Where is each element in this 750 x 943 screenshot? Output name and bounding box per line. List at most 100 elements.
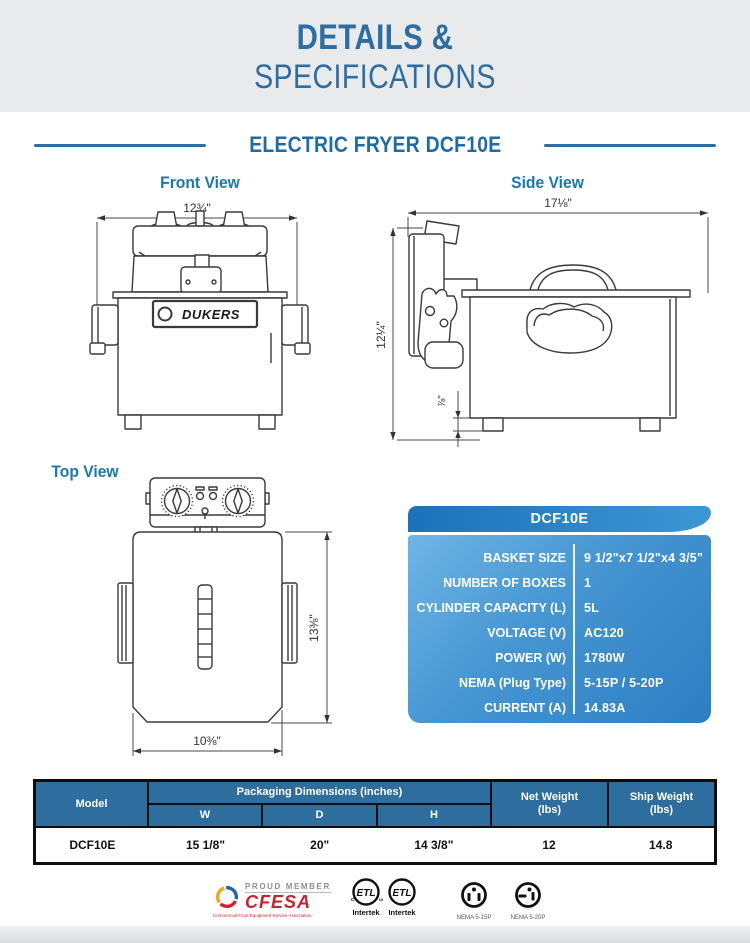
spec-card-title: DCF10E xyxy=(408,506,711,532)
cfesa-tagline: Commercial Food Equipment Service Associ… xyxy=(213,912,312,918)
top-width-dimension: 10⅜" xyxy=(193,734,221,748)
nema-5-15p-icon: NEMA 5-15P xyxy=(457,882,492,921)
width-header: W xyxy=(149,805,261,826)
bottom-band xyxy=(0,926,750,943)
front-view-drawing: 12¾" xyxy=(89,201,311,430)
side-view-drawing: 17⅛" 12¼" ⅞" xyxy=(375,196,709,447)
brand-plate xyxy=(151,299,259,329)
arrowhead xyxy=(408,210,416,216)
front-view-label: Front View xyxy=(160,173,240,192)
etl-listed-icon: ETL Intertek xyxy=(388,878,416,917)
section-title: ELECTRIC FRYER DCF10E xyxy=(0,131,750,159)
side-fryer-outline xyxy=(408,220,691,432)
spec-row-cylinder-capacity: CYLINDER CAPACITY (L) 5L xyxy=(408,595,711,620)
arrowhead xyxy=(390,432,396,440)
model-value: DCF10E xyxy=(69,838,116,852)
nema-5-20p-label: NEMA 5-20P xyxy=(511,915,546,921)
spec-card: DCF10E BASKET SIZE 9 1/2"x7 1/2"x4 3/5" … xyxy=(408,506,711,723)
spec-row-current: CURRENT (A) 14.83A xyxy=(408,695,711,720)
spec-value: 1 xyxy=(584,575,592,590)
section-title-text: ELECTRIC FRYER DCF10E xyxy=(248,132,502,157)
packaging-table-header: Model Packaging Dimensions (inches) W D … xyxy=(36,782,714,826)
top-fryer-outline xyxy=(117,477,298,723)
side-handle xyxy=(91,304,119,346)
brand-swirl-icon xyxy=(157,306,173,322)
spec-label: VOLTAGE (V) xyxy=(487,625,566,640)
spec-value: 5L xyxy=(584,600,599,615)
arrowhead xyxy=(700,210,708,216)
spec-card-body: BASKET SIZE 9 1/2"x7 1/2"x4 3/5" NUMBER … xyxy=(408,535,711,723)
etl-us-mark: us xyxy=(379,897,383,902)
spec-label: NUMBER OF BOXES xyxy=(443,575,566,590)
nema-5-20p-icon: NEMA 5-20P xyxy=(511,882,546,921)
spec-row-power: POWER (W) 1780W xyxy=(408,645,711,670)
side-view-label: Side View xyxy=(511,173,584,192)
side-handle xyxy=(281,304,309,346)
ship-weight-value: 14.8 xyxy=(649,838,673,852)
spec-row-number-of-boxes: NUMBER OF BOXES 1 xyxy=(408,570,711,595)
width-value: 15 1/8" xyxy=(185,838,226,852)
ship-weight-line2: (lbs) xyxy=(649,804,674,816)
spec-value: 5-15P / 5-20P xyxy=(584,675,664,690)
side-height-dimension: 12¼" xyxy=(375,321,388,349)
arrowhead xyxy=(289,215,297,221)
basket-handle-arch xyxy=(529,264,617,291)
cfesa-member-text: PROUD MEMBER xyxy=(245,882,331,893)
arrowhead xyxy=(133,748,141,754)
spec-row-basket-size: BASKET SIZE 9 1/2"x7 1/2"x4 3/5" xyxy=(408,545,711,570)
height-value: 14 3/8" xyxy=(414,838,454,852)
etl-c-mark: c xyxy=(351,897,354,903)
title-rule-left xyxy=(33,143,206,147)
top-dimension-lines xyxy=(132,531,332,756)
leg xyxy=(124,414,142,430)
net-weight-header: Net Weight (lbs) xyxy=(492,782,607,826)
spec-label: BASKET SIZE xyxy=(483,550,566,565)
ship-weight-line1: Ship Weight xyxy=(629,791,694,804)
title-rule-right xyxy=(544,143,717,147)
spec-label: NEMA (Plug Type) xyxy=(459,675,566,690)
side-width-dimension: 17⅛" xyxy=(544,196,572,210)
spec-row-nema: NEMA (Plug Type) 5-15P / 5-20P xyxy=(408,670,711,695)
height-header: H xyxy=(378,805,490,826)
etl-letters: ETL xyxy=(357,888,376,899)
arrowhead xyxy=(274,748,282,754)
ship-weight-header: Ship Weight (lbs) xyxy=(609,782,714,826)
spec-value: 1780W xyxy=(584,650,625,665)
spec-value: 9 1/2"x7 1/2"x4 3/5" xyxy=(584,550,704,565)
indicator-light-icon xyxy=(195,491,205,501)
depth-header: D xyxy=(263,805,376,826)
arrowhead xyxy=(324,715,330,723)
top-depth-dimension: 13⅜" xyxy=(307,614,321,642)
etl-listed-icon: ETL c us Intertek xyxy=(351,878,383,917)
depth-value: 20" xyxy=(310,838,330,852)
spec-value: 14.83A xyxy=(584,700,626,715)
packaging-table-row: DCF10E 15 1/8" 20" 14 3/8" 12 14.8 xyxy=(36,826,714,862)
spec-label: CYLINDER CAPACITY (L) xyxy=(416,600,566,615)
cfesa-name-text: CFESA xyxy=(245,892,312,912)
leg xyxy=(482,417,504,432)
nema-5-15p-label: NEMA 5-15P xyxy=(457,915,492,921)
arrowhead xyxy=(455,431,461,438)
basket-handle-bar xyxy=(197,584,213,670)
tank-rim xyxy=(461,289,691,298)
arrowhead xyxy=(324,532,330,540)
spec-row-voltage: VOLTAGE (V) AC120 xyxy=(408,620,711,645)
packaging-table: Model Packaging Dimensions (inches) W D … xyxy=(33,779,717,865)
top-view-drawing: 13⅜" 10⅜" xyxy=(117,477,332,756)
cfesa-swirl-icon xyxy=(215,885,239,908)
front-fryer-outline xyxy=(89,210,311,430)
packaging-dimensions-header: Packaging Dimensions (inches) xyxy=(149,782,490,803)
model-header: Model xyxy=(36,782,147,826)
arrowhead xyxy=(97,215,105,221)
cfesa-logo: PROUD MEMBER CFESA Commercial Food Equip… xyxy=(213,882,333,918)
page-title-line1: DETAILS & xyxy=(296,18,454,57)
side-handle xyxy=(281,582,298,664)
intertek-label: Intertek xyxy=(352,908,380,917)
page-title-line2: SPECIFICATIONS xyxy=(254,58,496,96)
net-weight-value: 12 xyxy=(542,838,556,852)
leg xyxy=(258,414,276,430)
intertek-label: Intertek xyxy=(388,908,416,917)
etl-letters: ETL xyxy=(393,888,412,899)
arrowhead xyxy=(390,228,396,236)
net-weight-line2: (lbs) xyxy=(537,804,562,816)
